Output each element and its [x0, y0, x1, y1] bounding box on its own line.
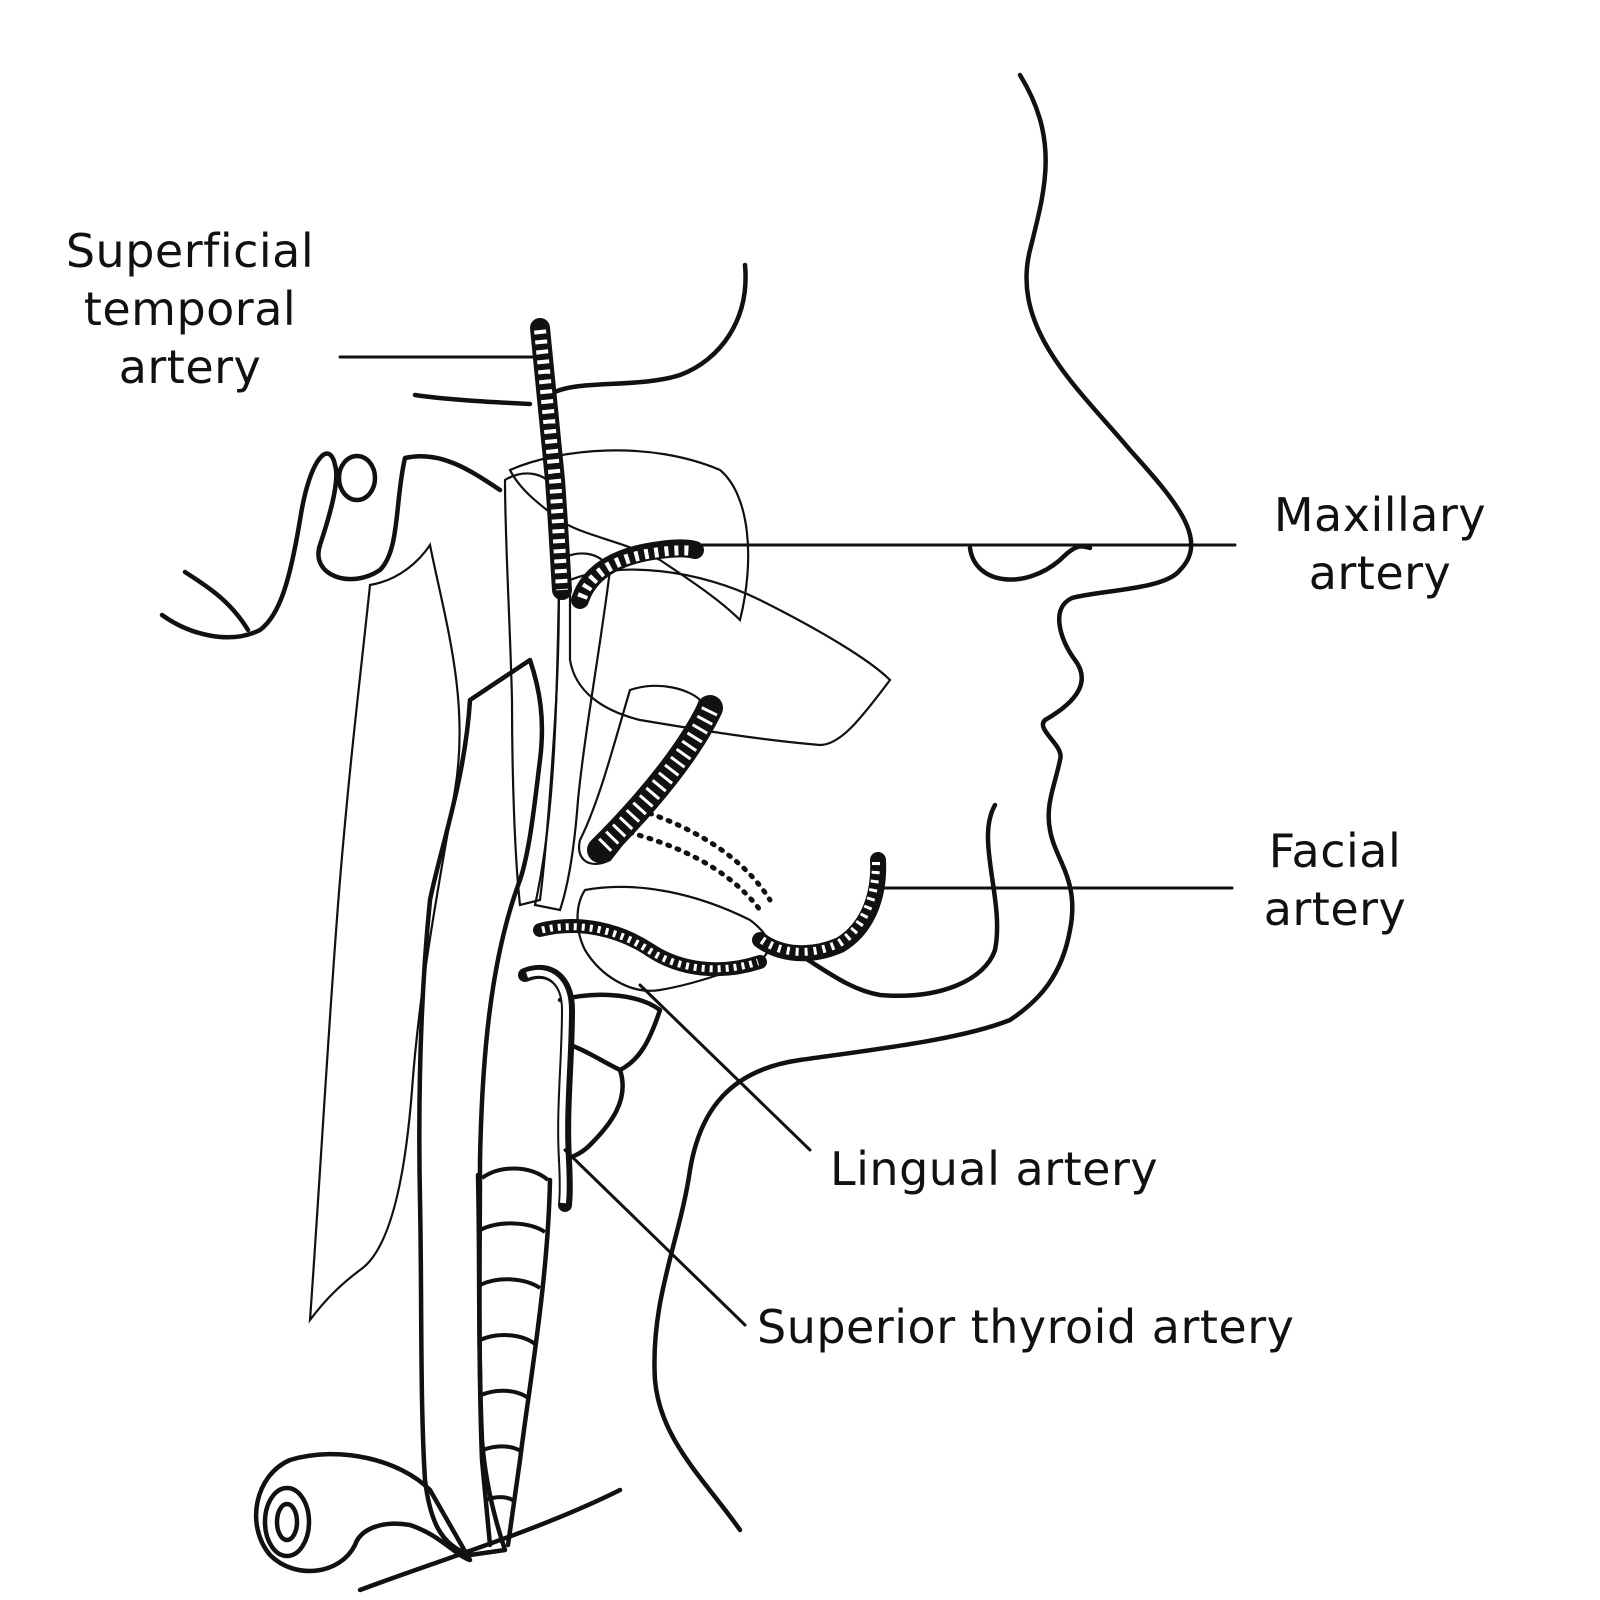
label-line: artery — [1263, 882, 1407, 936]
common-carotid-artery — [417, 657, 545, 1558]
hyoid-bone — [557, 992, 663, 1073]
facial-artery-dotted-course — [617, 827, 763, 913]
aortic-arch — [254, 1451, 473, 1574]
face-profile-outline — [652, 72, 1194, 1533]
jaw-outline — [797, 802, 1000, 998]
aortic-lumen — [262, 1485, 312, 1559]
mylohyoid-muscle — [576, 885, 770, 992]
aortic-base-line — [357, 1487, 623, 1593]
ear-canal-outline — [336, 453, 378, 503]
maxillary-artery-core — [577, 545, 694, 600]
stylohyoid-muscle — [577, 684, 702, 866]
label-maxillary-artery: Maxillary artery — [1255, 486, 1505, 602]
pterygoid-muscle — [568, 568, 892, 747]
facial-artery — [752, 852, 887, 962]
styloglossus-dotted-core — [595, 706, 718, 855]
external-carotid-artery — [533, 552, 612, 912]
styloglossus-dotted — [587, 695, 723, 863]
label-facial-artery: Facial artery — [1245, 822, 1425, 938]
superficial-temporal-artery-core — [534, 329, 568, 591]
temporal-line-upper — [552, 262, 748, 395]
lingual-artery-core — [541, 923, 760, 973]
label-line: Maxillary — [1273, 488, 1487, 542]
label-line: Facial — [1268, 824, 1402, 878]
sternocleidomastoid-muscle — [308, 542, 461, 1324]
label-line: Superior thyroid artery — [757, 1300, 1295, 1354]
aortic-lumen-inner — [274, 1501, 300, 1543]
label-line: artery — [1308, 546, 1452, 600]
label-lingual-artery: Lingual artery — [830, 1140, 1158, 1198]
nostril-outline — [967, 544, 1093, 582]
facial-artery-dotted-course-2 — [637, 807, 773, 903]
superior-thyroid-artery-core — [526, 969, 570, 1204]
lingual-artery — [533, 919, 767, 977]
ear-outline — [159, 451, 503, 640]
label-line: artery — [118, 340, 262, 394]
label-superior-thyroid-artery: Superior thyroid artery — [757, 1298, 1294, 1356]
label-line: Superficial — [65, 224, 315, 278]
label-line: Lingual artery — [830, 1142, 1159, 1196]
label-superficial-temporal-artery: Superficial temporal artery — [60, 222, 320, 396]
earlobe-outline — [182, 569, 251, 633]
leader-lingual — [638, 983, 812, 1152]
temporal-line-lower — [412, 392, 533, 407]
leader-superior-thyroid — [563, 1148, 747, 1327]
label-line: temporal — [83, 282, 297, 336]
